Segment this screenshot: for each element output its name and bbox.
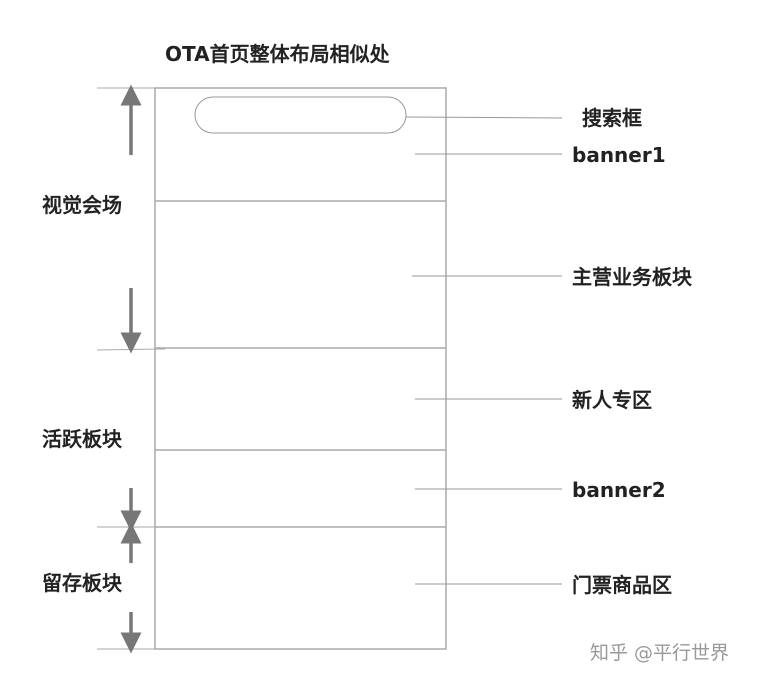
label-search-box: 搜索框 <box>582 106 642 130</box>
watermark: 知乎 @平行世界 <box>590 642 729 664</box>
label-newcomer-zone: 新人专区 <box>572 388 652 412</box>
search-box-shape <box>194 96 407 134</box>
label-ticket-products: 门票商品区 <box>572 573 672 597</box>
label-visual-venue: 视觉会场 <box>42 193 122 217</box>
label-banner2: banner2 <box>572 478 666 502</box>
page-frame <box>154 87 447 650</box>
label-retention-block: 留存板块 <box>42 571 123 595</box>
diagram-title: OTA首页整体布局相似处 <box>165 42 391 66</box>
label-active-block: 活跃板块 <box>42 427 123 451</box>
label-banner1: banner1 <box>572 143 666 167</box>
leader-search <box>405 116 563 119</box>
label-main-business: 主营业务板块 <box>572 265 693 289</box>
